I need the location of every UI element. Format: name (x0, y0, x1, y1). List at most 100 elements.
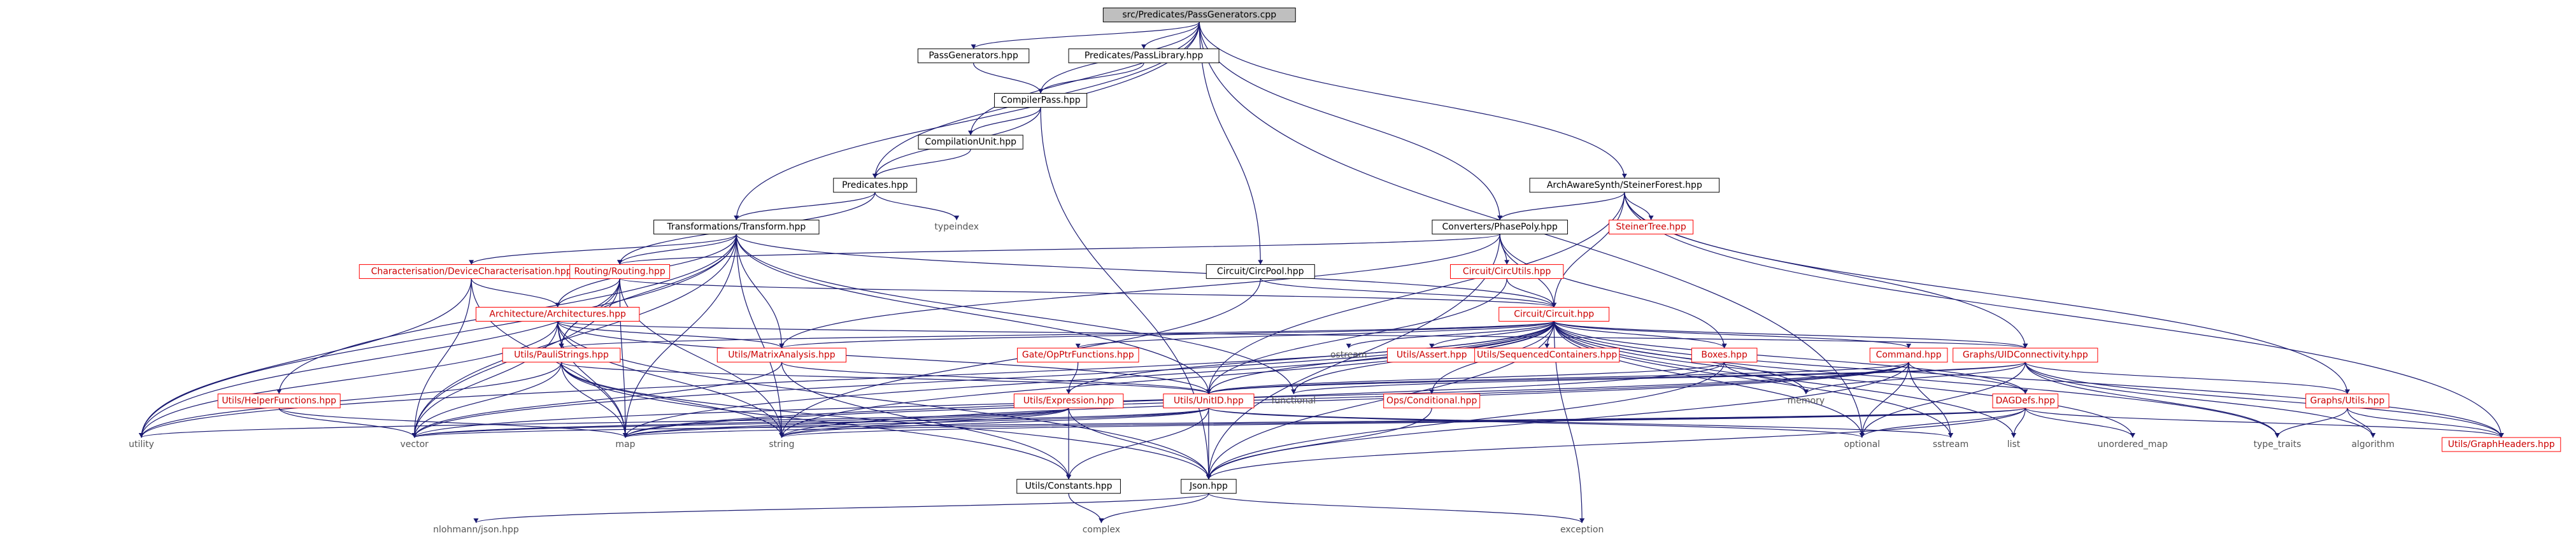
edge-circuit-to-type_traits (1553, 321, 2278, 438)
node-command[interactable]: Command.hpp (1869, 348, 1948, 363)
edge-paulistrings-to-vector (414, 362, 562, 438)
arrowhead-root-to-circpool (1258, 260, 1263, 265)
edge-transform-to-routing (619, 234, 737, 265)
arrowhead-graphutils-to-graphheaders (2498, 433, 2504, 438)
edge-arch-to-unitid (557, 321, 1209, 394)
node-label-matrixanalysis: Utils/MatrixAnalysis.hpp (728, 350, 835, 360)
node-label-nlohmann: nlohmann/json.hpp (433, 525, 519, 535)
edge-circuit-to-utility (141, 321, 1555, 438)
node-algorithm: algorithm (2351, 439, 2395, 450)
edge-circuit-to-command (1553, 320, 1909, 349)
node-box-passgen_hpp (917, 48, 1030, 64)
arrowhead-graphutils-to-algorithm (2370, 433, 2376, 438)
node-unordered_map: unordered_map (2098, 439, 2168, 450)
node-phasepoly[interactable]: Converters/PhasePoly.hpp (1432, 220, 1568, 235)
edge-transform-to-utility (141, 234, 737, 438)
node-passgen_hpp[interactable]: PassGenerators.hpp (917, 48, 1030, 64)
node-box-unitid (1163, 394, 1255, 409)
edge-routing-to-map (619, 278, 626, 438)
node-paulistrings[interactable]: Utils/PauliStrings.hpp (502, 348, 621, 363)
edge-circuit-to-uidconn (1553, 320, 2026, 349)
node-graphutils[interactable]: Graphs/Utils.hpp (2305, 394, 2389, 409)
node-type_traits: type_traits (2254, 439, 2302, 450)
node-seqcont[interactable]: Utils/SequencedContainers.hpp (1474, 348, 1620, 363)
node-dagdefs[interactable]: DAGDefs.hpp (1992, 394, 2059, 409)
node-uidconn[interactable]: Graphs/UIDConnectivity.hpp (1953, 348, 2098, 363)
node-assert[interactable]: Utils/Assert.hpp (1387, 348, 1477, 363)
edge-circpool-to-circuit (1260, 278, 1555, 308)
node-unitid[interactable]: Utils/UnitID.hpp (1163, 394, 1255, 409)
node-steinerforest[interactable]: ArchAwareSynth/SteinerForest.hpp (1529, 178, 1720, 193)
edge-steinerforest-to-phasepoly (1499, 192, 1625, 220)
arrowhead-predicates-to-transform (734, 215, 739, 220)
edge-circuit-to-map (625, 321, 1555, 438)
node-label-arch: Architecture/Architectures.hpp (489, 309, 626, 319)
edge-root-to-compunit (970, 22, 1200, 136)
node-routing[interactable]: Routing/Routing.hpp (569, 264, 671, 279)
node-predicates[interactable]: Predicates.hpp (833, 178, 917, 193)
arrowhead-root-to-steinerforest (1621, 173, 1627, 178)
node-circutils[interactable]: Circuit/CircUtils.hpp (1450, 264, 1564, 279)
node-steinertree[interactable]: SteinerTree.hpp (1609, 220, 1694, 235)
node-passlib[interactable]: Predicates/PassLibrary.hpp (1068, 48, 1220, 64)
edge-circutils-to-unitid (1208, 278, 1507, 394)
edge-paulistrings-to-string (560, 362, 783, 438)
node-box-steinertree (1609, 220, 1694, 235)
node-box-arch (475, 306, 640, 322)
node-optcond[interactable]: Ops/Conditional.hpp (1383, 394, 1481, 409)
edge-arch-to-uidconn (557, 320, 2026, 349)
node-box-optcond (1383, 394, 1481, 409)
node-compilerpass[interactable]: CompilerPass.hpp (994, 93, 1088, 108)
edge-circuit-to-matrixanalysis (781, 320, 1555, 349)
node-map: map (615, 439, 635, 450)
edge-uidconn-to-functional (1293, 362, 2026, 395)
edge-predicates-to-typeindex (874, 192, 957, 220)
arrowhead-predicates-to-typeindex (954, 215, 960, 220)
edge-boxes-to-unitid (1208, 362, 1725, 395)
edge-command-to-sstream (1908, 362, 1951, 438)
node-compunit[interactable]: CompilationUnit.hpp (918, 134, 1023, 150)
node-box-compunit (918, 134, 1023, 150)
node-graphheaders[interactable]: Utils/GraphHeaders.hpp (2442, 437, 2561, 452)
node-constants[interactable]: Utils/Constants.hpp (1016, 479, 1121, 494)
node-box-predicates (833, 178, 917, 193)
node-label-opptr: Gate/OpPtrFunctions.hpp (1022, 350, 1134, 360)
node-arch[interactable]: Architecture/Architectures.hpp (475, 306, 640, 322)
arrowhead-uidconn-to-functional (1291, 389, 1297, 394)
edge-compunit-to-predicates (874, 149, 971, 179)
edge-transform-to-unitid (736, 234, 1209, 394)
arrowhead-json-to-exception (1579, 518, 1585, 523)
node-optional: optional (1844, 439, 1880, 450)
edge-transform-to-circuit (736, 234, 1555, 308)
arrowhead-routing-to-arch (555, 302, 560, 308)
node-matrixanalysis[interactable]: Utils/MatrixAnalysis.hpp (716, 348, 847, 363)
edge-uidconn-to-graphheaders (2025, 362, 2502, 438)
edge-steinerforest-to-circuit (1553, 192, 1625, 308)
node-box-dagdefs (1992, 394, 2059, 409)
edge-uidconn-to-type_traits (2025, 362, 2278, 438)
node-circuit[interactable]: Circuit/Circuit.hpp (1498, 306, 1610, 322)
node-expression[interactable]: Utils/Expression.hpp (1013, 394, 1124, 409)
node-transform[interactable]: Transformations/Transform.hpp (653, 220, 820, 235)
node-root[interactable]: src/Predicates/PassGenerators.cpp (1102, 7, 1296, 22)
node-box-circutils (1450, 264, 1564, 279)
edge-circuit-to-sstream (1553, 321, 1951, 438)
node-box-graphutils (2305, 394, 2389, 409)
edge-unitid-to-optional (1208, 408, 1863, 438)
edge-phasepoly-to-boxes (1499, 234, 1725, 348)
edge-unitid-to-map (625, 408, 1209, 438)
node-devchar[interactable]: Characterisation/DeviceCharacterisation.… (359, 264, 584, 279)
node-opptr[interactable]: Gate/OpPtrFunctions.hpp (1016, 348, 1139, 363)
node-label-memory: memory (1788, 396, 1825, 406)
arrowhead-unitid-to-sstream (1948, 433, 1954, 438)
node-label-compilerpass: CompilerPass.hpp (1001, 96, 1081, 106)
node-label-boxes: Boxes.hpp (1701, 350, 1747, 360)
node-label-complex: complex (1083, 525, 1120, 535)
node-boxes[interactable]: Boxes.hpp (1691, 348, 1758, 363)
node-circpool[interactable]: Circuit/CircPool.hpp (1206, 264, 1315, 279)
node-box-routing (569, 264, 671, 279)
edge-graphutils-to-type_traits (2277, 408, 2348, 438)
node-json[interactable]: Json.hpp (1181, 479, 1237, 494)
node-helperfn[interactable]: Utils/HelperFunctions.hpp (217, 394, 341, 409)
